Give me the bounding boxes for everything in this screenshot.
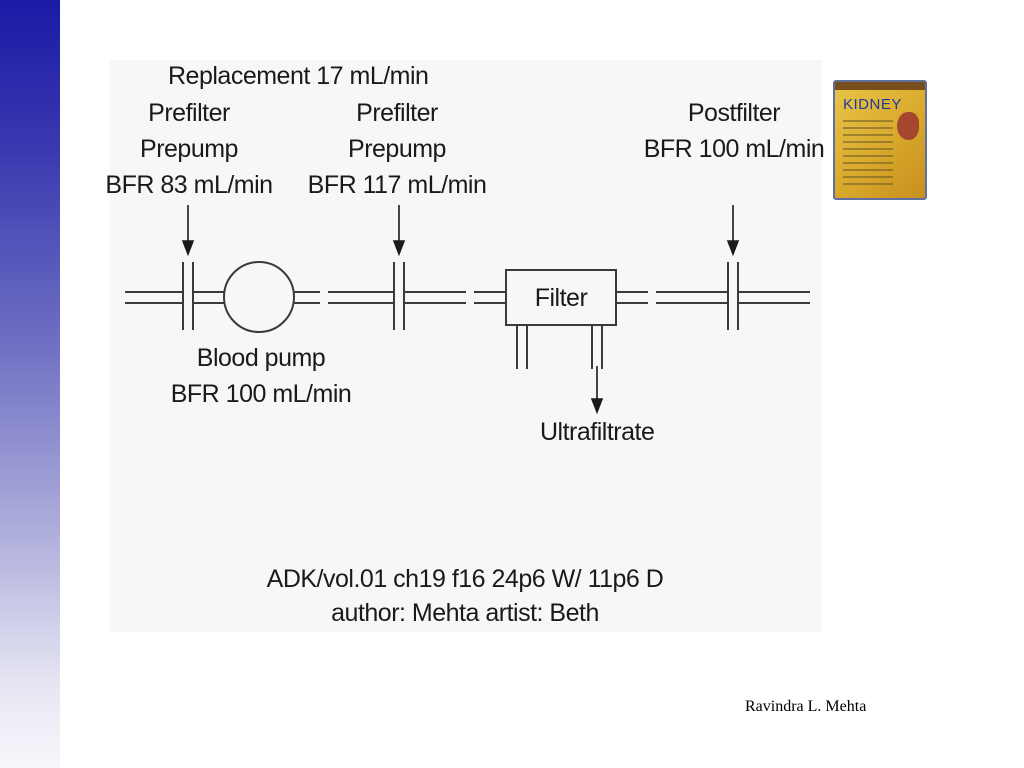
slide-side-gradient-bar bbox=[0, 0, 60, 768]
author-signature: Ravindra L. Mehta bbox=[745, 698, 867, 715]
book-text-lines bbox=[843, 120, 893, 190]
filter-box bbox=[505, 269, 617, 326]
arrow-prefilter-2-head bbox=[392, 240, 406, 257]
prefilter-1-line1: Prefilter bbox=[148, 99, 230, 127]
prefilter-2-line1: Prefilter bbox=[356, 99, 438, 127]
kidney-illustration-icon bbox=[897, 112, 919, 140]
blood-pump-line1: Blood pump bbox=[196, 344, 326, 372]
prefilter-1-label: Prefilter Prepump BFR 83 mL/min bbox=[105, 95, 273, 203]
prefilter-1-line3: BFR 83 mL/min bbox=[105, 171, 273, 199]
postfilter-label: Postfilter BFR 100 mL/min bbox=[643, 95, 825, 167]
arrow-postfilter-head bbox=[726, 240, 740, 257]
filter-label: Filter bbox=[534, 284, 588, 312]
blood-pump-label: Blood pump BFR 100 mL/min bbox=[170, 340, 352, 412]
arrow-prefilter-1-head bbox=[181, 240, 195, 257]
replacement-label: Replacement 17 mL/min bbox=[168, 62, 429, 90]
arrow-ultrafiltrate-head bbox=[590, 398, 604, 415]
prefilter-2-line2: Prepump bbox=[348, 135, 446, 163]
credit-line1: ADK/vol.01 ch19 f16 24p6 W/ 11p6 D bbox=[266, 565, 664, 593]
blood-pump-circle bbox=[223, 261, 295, 333]
blood-pump-line2: BFR 100 mL/min bbox=[170, 380, 352, 408]
postfilter-line2: BFR 100 mL/min bbox=[643, 135, 825, 163]
figure-credit: ADK/vol.01 ch19 f16 24p6 W/ 11p6 D autho… bbox=[258, 562, 672, 630]
prefilter-1-line2: Prepump bbox=[140, 135, 238, 163]
postfilter-line1: Postfilter bbox=[687, 99, 781, 127]
kidney-book-cover-image: KIDNEY bbox=[833, 80, 927, 200]
ultrafiltrate-label: Ultrafiltrate bbox=[540, 418, 655, 446]
prefilter-2-label: Prefilter Prepump BFR 117 mL/min bbox=[307, 95, 487, 203]
figure-background bbox=[110, 60, 822, 632]
book-spine-band bbox=[835, 82, 925, 90]
prefilter-2-line3: BFR 117 mL/min bbox=[307, 171, 487, 199]
book-title: KIDNEY bbox=[843, 96, 902, 113]
credit-line2: author: Mehta artist: Beth bbox=[331, 599, 599, 627]
